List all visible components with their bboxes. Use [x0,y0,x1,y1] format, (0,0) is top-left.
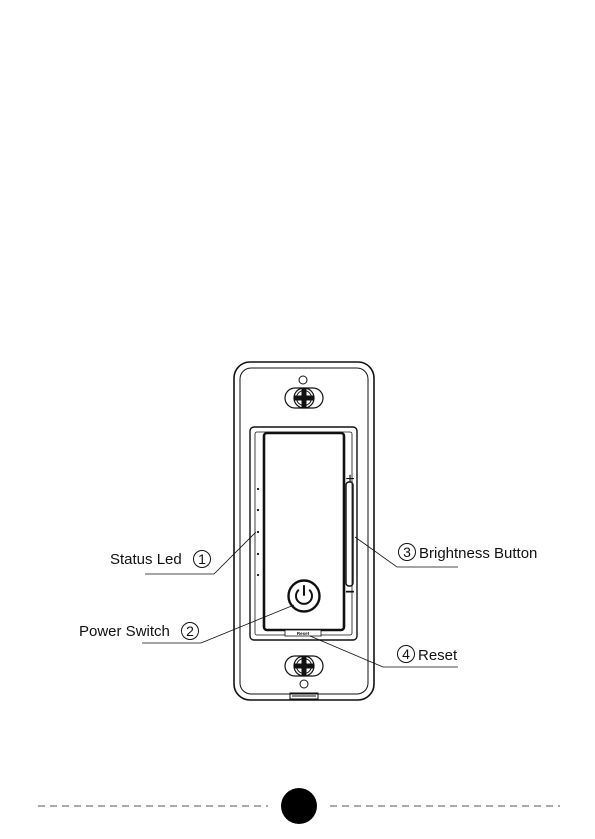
callout-brightness-button-label: Brightness Button [419,545,537,562]
reset-tab[interactable]: Reset [285,630,321,636]
bottom-screw-icon [285,656,323,688]
footer-rule [38,788,560,824]
top-screw-icon [285,376,323,408]
callout-reset-label: Reset [418,647,458,664]
status-led-dot [257,488,259,490]
callout-brightness-button: 3 Brightness Button [399,544,538,563]
callout-power-switch: Power Switch 2 [79,623,199,641]
brightness-minus-sign: − [345,584,354,601]
status-led-dot [257,531,259,533]
callout-status-led-label: Status Led [110,551,182,568]
status-led-dot [257,509,259,511]
callout-status-led: Status Led 1 [110,551,211,569]
callout-status-led-number: 1 [198,551,206,567]
callout-reset: 4 Reset [398,646,459,665]
callout-reset-number: 4 [402,646,410,662]
callout-power-switch-number: 2 [186,623,194,639]
page-marker [281,788,317,824]
reset-tab-label: Reset [297,631,310,636]
power-button[interactable] [289,581,320,612]
brightness-plus-sign: + [345,471,354,488]
status-leds [257,488,259,576]
callout-power-switch-label: Power Switch [79,623,170,640]
callout-brightness-button-number: 3 [403,544,411,560]
status-led-dot [257,553,259,555]
status-led-dot [257,574,259,576]
